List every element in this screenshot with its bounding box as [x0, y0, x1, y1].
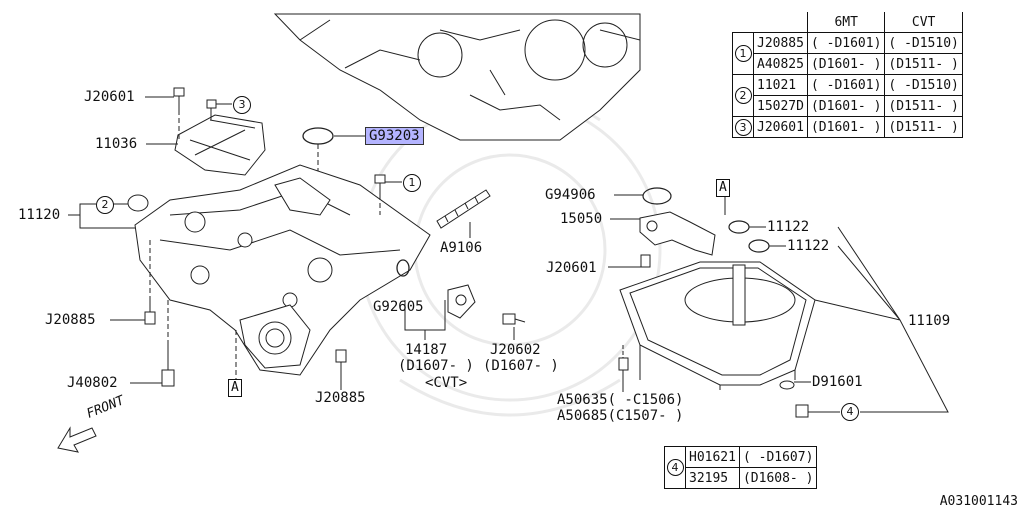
pan-bolts	[618, 254, 809, 418]
label-j40802: J40802	[67, 375, 118, 391]
label-j20885-left: J20885	[45, 312, 96, 328]
front-arrow-icon	[57, 426, 97, 453]
header-6mt: 6MT	[806, 12, 886, 33]
ref-box-a-top: A	[716, 179, 730, 197]
label-a50635: A50635( -C1506)	[557, 392, 684, 408]
range-cvt: (D1511- )	[884, 116, 963, 138]
table-row: 2 11021 ( -D1601) ( -D1510)	[732, 74, 963, 117]
label-15050: 15050	[560, 211, 603, 227]
drain-plug-reference-table: 4 H01621 ( -D1607) 32195 (D1608- )	[664, 446, 818, 489]
label-j20601-pan: J20601	[546, 260, 597, 276]
label-j20602: J20602	[490, 342, 541, 358]
part-number: 32195	[685, 467, 740, 489]
range-cvt: (D1511- )	[884, 95, 963, 117]
mark-3: 3	[734, 118, 752, 136]
strainer-pipe	[639, 211, 716, 256]
label-11120: 11120	[18, 207, 61, 223]
label-11122-b: 11122	[787, 238, 830, 254]
label-11122-a: 11122	[767, 219, 810, 235]
label-a9106: A9106	[440, 240, 483, 256]
range: ( -D1607)	[738, 446, 818, 468]
label-11109: 11109	[908, 313, 951, 329]
engine-block	[273, 13, 641, 141]
stud-bolt	[436, 189, 491, 229]
oring	[396, 259, 410, 277]
part-number: J20601	[753, 116, 808, 138]
label-j20602-note: (D1607- )	[483, 358, 559, 374]
mark-4: 4	[666, 459, 684, 476]
diagram-code: A031001143	[939, 494, 1018, 509]
range-6mt: (D1601- )	[806, 116, 886, 138]
range-cvt: ( -D1510)	[884, 74, 963, 96]
label-j20885-bottom: J20885	[315, 390, 366, 406]
label-g93203: G93203	[365, 127, 424, 145]
part-number: 15027D	[753, 95, 808, 117]
bolts-bottom	[144, 300, 347, 387]
ref-box-a-bottom: A	[228, 379, 242, 397]
bolt-j20602	[502, 313, 526, 325]
range-cvt: ( -D1510)	[884, 32, 963, 54]
table-row: 3 J20601 (D1601- ) (D1511- )	[732, 116, 963, 138]
leader-lines	[68, 96, 949, 413]
range: (D1608- )	[738, 467, 818, 489]
sensor	[447, 284, 476, 319]
table-row: 32195 (D1608- )	[665, 467, 818, 489]
callout-2: 2	[96, 196, 114, 214]
table-row: A40825 (D1601- ) (D1511- )	[733, 53, 963, 75]
header-cvt: CVT	[884, 12, 963, 33]
label-d91601: D91601	[812, 374, 863, 390]
range-6mt: ( -D1601)	[806, 32, 886, 54]
table-row: 4 H01621 ( -D1607)	[664, 446, 818, 489]
lower-oil-pan	[619, 261, 816, 390]
label-g92605: G92605	[373, 299, 424, 315]
label-g94906: G94906	[545, 187, 596, 203]
label-14187: 14187	[405, 342, 448, 358]
callout-3: 3	[233, 96, 251, 114]
part-number: A40825	[753, 53, 808, 75]
label-14187-note: (D1607- )	[398, 358, 474, 374]
part-number: J20885	[753, 32, 808, 54]
part-number: 11021	[753, 74, 808, 96]
bolts-top	[173, 87, 386, 195]
label-a50685: A50685(C1507- )	[557, 408, 684, 424]
callout-1: 1	[403, 174, 421, 192]
gasket-11122-b	[748, 239, 770, 253]
oil-separator-cover	[174, 114, 266, 176]
mark-2: 2	[734, 87, 752, 104]
table-row: 15027D (D1601- ) (D1511- )	[733, 95, 963, 117]
label-j20601-top: J20601	[84, 89, 135, 105]
gasket-ring	[302, 127, 334, 145]
part-reference-table: 6MT CVT 1 J20885 ( -D1601) ( -D1510) A40…	[732, 12, 963, 138]
table-row: 1 J20885 ( -D1601) ( -D1510)	[732, 32, 963, 75]
table-header-row: 6MT CVT	[733, 12, 963, 33]
gasket-g94906	[642, 187, 672, 205]
mark-1: 1	[734, 45, 752, 62]
gasket-11122-a	[728, 220, 750, 234]
range-cvt: (D1511- )	[884, 53, 963, 75]
plug	[127, 194, 149, 212]
guide-lines	[149, 110, 381, 380]
range-6mt: ( -D1601)	[806, 74, 886, 96]
upper-oil-pan	[134, 164, 431, 376]
range-6mt: (D1601- )	[806, 95, 886, 117]
callout-4: 4	[841, 403, 859, 421]
label-11036: 11036	[95, 136, 138, 152]
label-14187-cvt: <CVT>	[425, 375, 468, 391]
part-number: H01621	[685, 446, 740, 468]
range-6mt: (D1601- )	[806, 53, 886, 75]
